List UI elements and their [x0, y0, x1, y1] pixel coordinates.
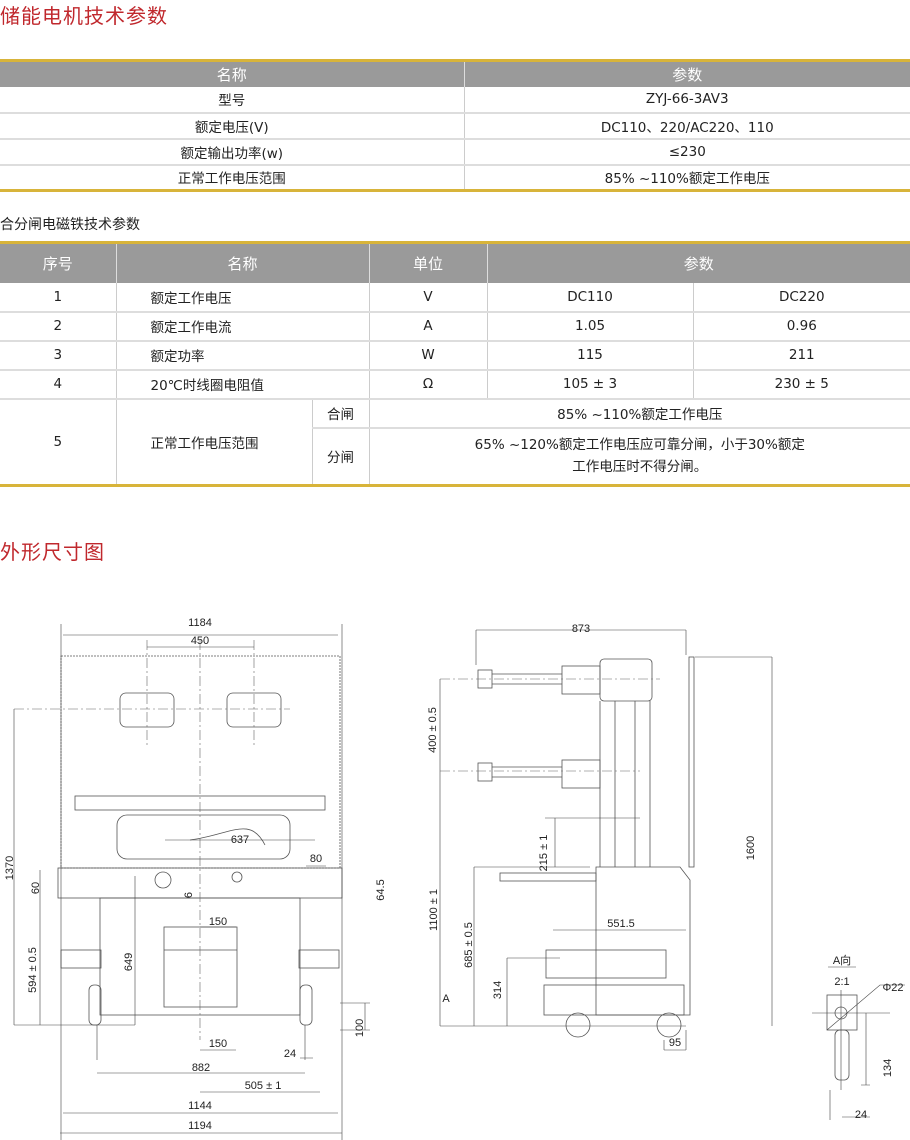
- dim-1194: 1194: [188, 1120, 212, 1132]
- dim-64-5: 64.5: [375, 879, 387, 900]
- dim-24: 24: [284, 1048, 296, 1060]
- dim-100: 100: [354, 1019, 366, 1037]
- dim-551-5: 551.5: [607, 918, 635, 930]
- dim-215: 215 ± 1: [538, 835, 550, 872]
- view-a-marker: A: [442, 993, 450, 1005]
- dim-685: 685 ± 0.5: [463, 922, 475, 968]
- table-row: 额定电压(V)DC110、220/AC220、110: [0, 112, 910, 140]
- table-row: 额定输出功率(w)≤230: [0, 138, 910, 166]
- dim-60: 60: [30, 882, 42, 894]
- section-title-coil: 合分闸电磁铁技术参数: [0, 217, 140, 233]
- header-unit: 单位: [369, 242, 488, 283]
- dim-150-top: 150: [209, 916, 227, 928]
- front-view: 1184 450 637 80 60 64.5 6 150 649 594 ± …: [4, 617, 387, 1140]
- dimension-drawing: 1184 450 637 80 60 64.5 6 150 649 594 ± …: [4, 617, 905, 1140]
- dim-1100: 1100 ± 1: [428, 889, 440, 931]
- dim-1370: 1370: [4, 856, 16, 880]
- dim-400: 400 ± 0.5: [427, 707, 439, 753]
- dim-6: 6: [183, 892, 195, 898]
- dim-594: 594 ± 0.5: [27, 947, 39, 993]
- dim-1600: 1600: [745, 836, 757, 860]
- dim-873: 873: [572, 623, 590, 635]
- dim-450: 450: [191, 635, 209, 647]
- detail-scale: 2:1: [834, 976, 849, 988]
- detail-view-a: A向 2:1 Φ22 134 24: [812, 953, 905, 1121]
- section-title-motor: 储能电机技术参数: [0, 4, 168, 28]
- dim-1184: 1184: [188, 617, 212, 629]
- dim-80: 80: [310, 853, 322, 865]
- dim-882: 882: [192, 1062, 210, 1074]
- dim-24-detail: 24: [855, 1109, 867, 1121]
- dim-637: 637: [231, 834, 249, 846]
- section-title-dimensions: 外形尺寸图: [0, 540, 105, 564]
- dim-314: 314: [492, 981, 504, 999]
- detail-view-label: A向: [833, 953, 851, 967]
- dim-134: 134: [882, 1059, 894, 1077]
- header-param: 参数: [464, 60, 910, 87]
- dim-150-bottom: 150: [209, 1038, 227, 1050]
- header-name: 名称: [0, 60, 465, 87]
- dim-505: 505 ± 1: [245, 1080, 282, 1092]
- side-view: 873 400 ± 0.5 1600 215 ± 1 1100 ± 1 685 …: [427, 623, 773, 1051]
- dim-phi-22: Φ22: [882, 982, 903, 994]
- header-no: 序号: [0, 242, 117, 283]
- dim-1144: 1144: [188, 1100, 212, 1112]
- header-name: 名称: [116, 242, 370, 283]
- header-param: 参数: [487, 242, 910, 283]
- dim-95: 95: [669, 1037, 681, 1049]
- dim-649: 649: [123, 953, 135, 971]
